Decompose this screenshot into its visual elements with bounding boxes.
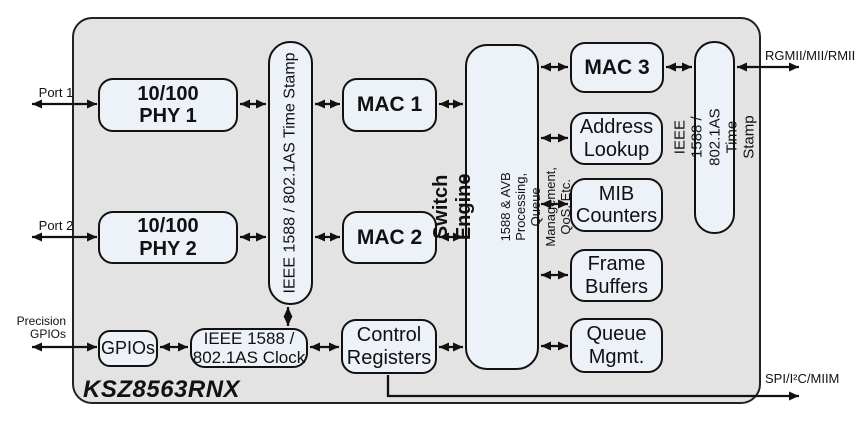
port1-label: Port 1: [38, 85, 74, 100]
precision-gpios-label: Precision GPIOs: [16, 314, 66, 342]
block-mac1: MAC 1: [342, 78, 437, 132]
spi-label: SPI/I²C/MIIM: [765, 371, 840, 386]
timestamp-left-label: IEEE 1588 / 802.1AS Time Stamp: [281, 52, 299, 294]
switch-engine-subtitle: 1588 & AVB Processing, Queue Management,…: [498, 167, 573, 247]
block-phy1: 10/100 PHY 1: [98, 78, 238, 132]
block-ieee1588-clock: IEEE 1588 / 802.1AS Clock: [190, 328, 308, 368]
block-timestamp-right: IEEE 1588 / 802.1AS Time Stamp: [671, 41, 757, 234]
block-timestamp-left: IEEE 1588 / 802.1AS Time Stamp: [268, 41, 313, 305]
block-frame-buffers: Frame Buffers: [570, 249, 663, 302]
block-gpios: GPIOs: [98, 330, 158, 367]
block-mac3: MAC 3: [570, 42, 664, 93]
block-control-registers: Control Registers: [341, 319, 437, 374]
chip-name-label: KSZ8563RNX: [83, 376, 241, 403]
switch-engine-title: Switch Engine: [430, 173, 476, 241]
block-mac2: MAC 2: [342, 211, 437, 264]
block-switch-engine: Switch Engine 1588 & AVB Processing, Que…: [430, 44, 573, 370]
port2-label: Port 2: [38, 218, 74, 233]
rgmii-label: RGMII/MII/RMII: [765, 48, 856, 63]
timestamp-right-label: IEEE 1588 / 802.1AS Time Stamp: [671, 108, 758, 167]
block-mib-counters: MIB Counters: [570, 178, 663, 232]
block-queue-mgmt: Queue Mgmt.: [570, 318, 663, 373]
block-phy2: 10/100 PHY 2: [98, 211, 238, 264]
block-address-lookup: Address Lookup: [570, 112, 663, 165]
switch-engine-text: Switch Engine 1588 & AVB Processing, Que…: [407, 167, 597, 247]
